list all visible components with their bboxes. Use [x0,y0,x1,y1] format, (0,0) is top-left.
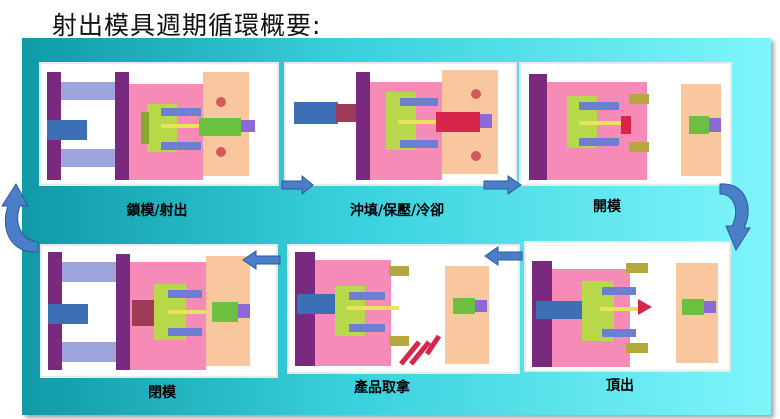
step-clamp-inject [39,62,279,186]
step-fill-pack-cool [284,62,517,186]
step-label-fill-pack-cool: 沖填/保壓/冷卻 [349,203,445,219]
step-part-removal [287,244,520,374]
arrow-left-2-icon [242,250,281,270]
arrow-curved-right-icon [719,183,751,252]
step-label-mold-close: 閉模 [148,385,176,401]
arrow-right-1-icon [281,175,314,195]
step-eject [524,241,731,372]
diagram-title: 射出模具週期循環概要: [52,11,322,40]
step-mold-open [519,62,732,186]
step-label-part-removal: 產品取拿 [354,380,410,396]
step-mold-close [40,244,278,378]
arrow-curved-left-icon [1,183,39,253]
step-label-eject: 頂出 [606,378,634,394]
arrow-right-2-icon [483,175,522,195]
cycle-panel: 鎖模/射出 沖填/保壓/冷卻 開模 頂出 產品取拿 閉模 [1,38,771,415]
step-label-mold-open: 開模 [593,199,621,215]
step-label-clamp-inject: 鎖模/射出 [126,203,188,219]
arrow-left-1-icon [484,246,523,266]
